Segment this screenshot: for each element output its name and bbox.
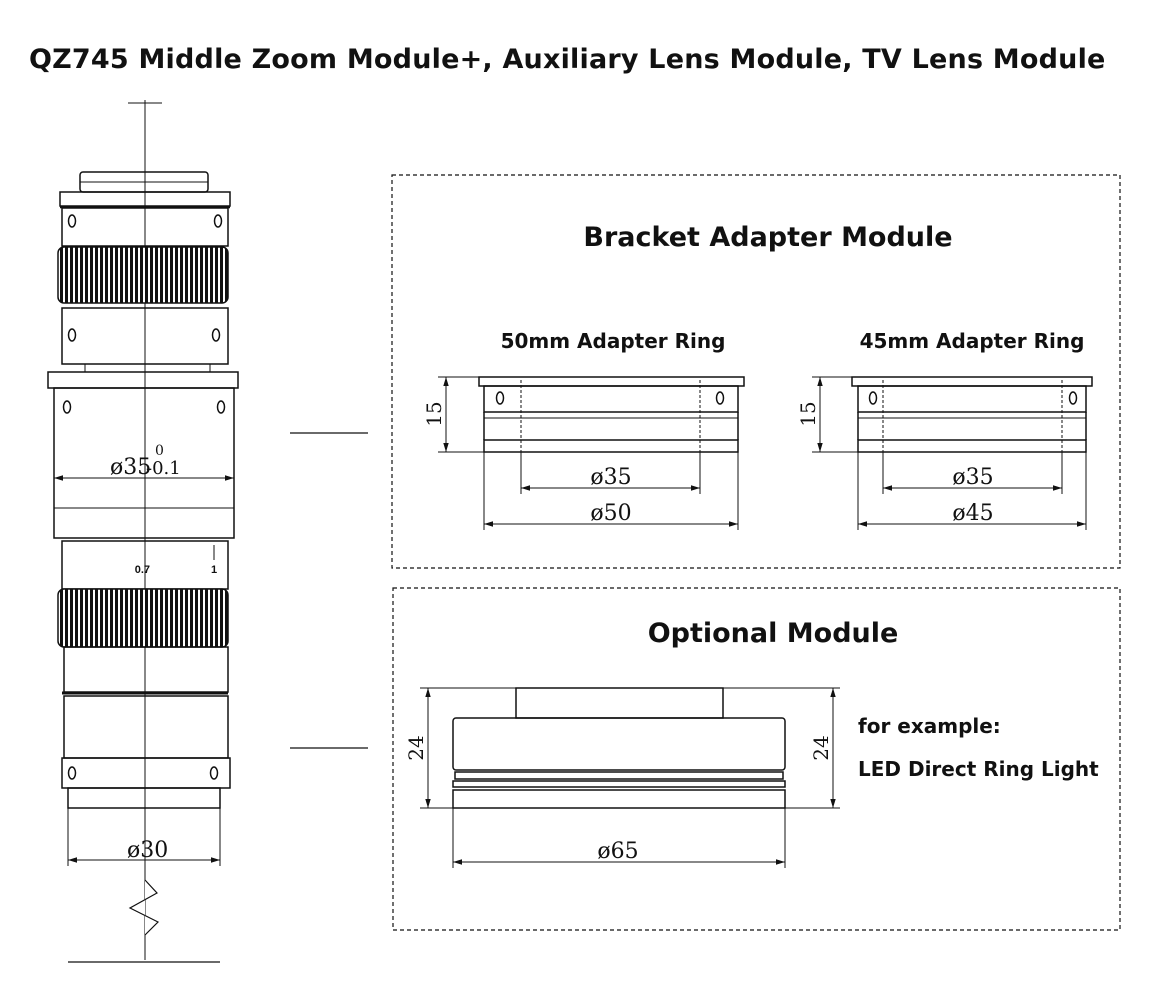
example-product: LED Direct Ring Light — [858, 757, 1099, 781]
screw-icon — [211, 328, 221, 342]
screw-icon — [495, 391, 505, 405]
bracket-adapter-panel — [391, 174, 1121, 569]
zoom-knurl-ring — [57, 588, 229, 648]
ring-50-outer-diameter: ø50 — [590, 501, 631, 526]
ring-45-inner-diameter: ø35 — [952, 465, 993, 490]
dim-main-tol-lower: -0.1 — [146, 458, 181, 479]
ring-light-height-right: 24 — [809, 735, 833, 760]
optional-module-panel — [392, 587, 1121, 931]
screw-icon — [1068, 391, 1078, 405]
zoom-mark-high: 1 — [211, 564, 217, 576]
screw-icon — [868, 391, 878, 405]
ring-50-label: 50mm Adapter Ring — [501, 329, 726, 353]
ring-light-drawing — [420, 687, 840, 868]
example-caption: for example: — [858, 714, 1001, 738]
optional-panel-title: Optional Module — [648, 618, 899, 649]
ring-50-inner-diameter: ø35 — [590, 465, 631, 490]
ring-45-outer-diameter: ø45 — [952, 501, 993, 526]
page-title: QZ745 Middle Zoom Module+, Auxiliary Len… — [29, 44, 1106, 75]
zoom-mark-low: 0.7 — [135, 564, 150, 576]
dim-bottom-diameter: ø30 — [127, 838, 168, 863]
screw-icon — [213, 214, 223, 228]
screw-icon — [715, 391, 725, 405]
focus-knurl-ring — [57, 246, 229, 304]
dim-main-diameter: ø35 — [110, 455, 151, 480]
screw-icon — [67, 766, 77, 780]
screw-icon — [62, 400, 72, 414]
zoom-lens-drawing — [47, 100, 368, 963]
screw-icon — [216, 400, 226, 414]
screw-icon — [209, 766, 219, 780]
screw-icon — [67, 214, 77, 228]
adapter-ring-50-drawing — [438, 376, 745, 530]
ring-45-height: 15 — [796, 401, 820, 426]
screw-icon — [67, 328, 77, 342]
ring-45-label: 45mm Adapter Ring — [860, 329, 1085, 353]
ring-light-height-left: 24 — [404, 735, 428, 760]
adapter-ring-45-drawing — [812, 376, 1093, 530]
ring-light-diameter: ø65 — [597, 839, 638, 864]
dim-main-tol-upper: 0 — [155, 443, 164, 459]
ring-50-height: 15 — [422, 401, 446, 426]
bracket-panel-title: Bracket Adapter Module — [583, 222, 952, 253]
